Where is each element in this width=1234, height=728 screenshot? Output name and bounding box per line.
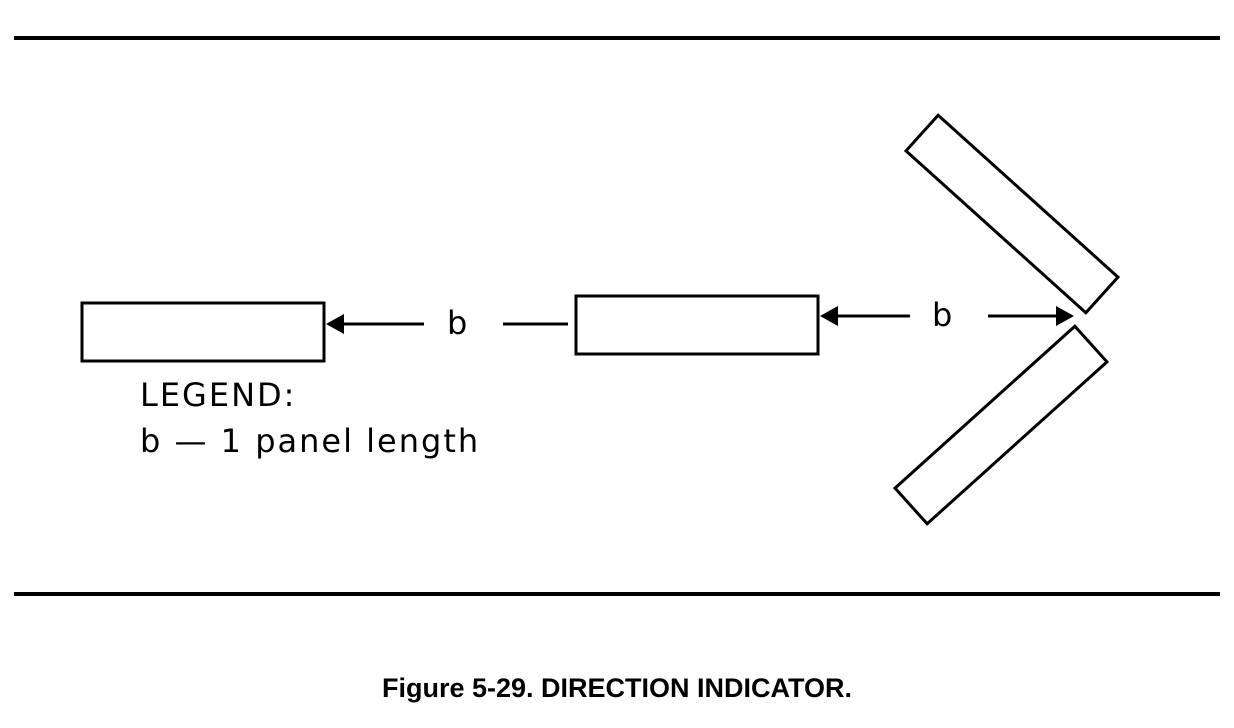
dimension-left: b xyxy=(326,304,568,342)
legend-entry: b — 1 panel length xyxy=(140,422,480,460)
arrowhead-right-end xyxy=(1056,306,1074,326)
dimension-label-left: b xyxy=(447,304,467,342)
dimension-right: b xyxy=(820,296,1074,334)
panel-left xyxy=(80,301,326,363)
panel-chevron-upper xyxy=(903,113,1121,315)
legend-heading: LEGEND: xyxy=(140,376,296,414)
panel-center xyxy=(574,294,820,356)
panel-chevron-lower xyxy=(892,324,1110,526)
dimension-label-right: b xyxy=(932,296,952,334)
arrowhead-left xyxy=(326,314,344,334)
figure-caption: Figure 5-29. DIRECTION INDICATOR. xyxy=(382,673,852,703)
arrowhead-right-start xyxy=(820,306,838,326)
